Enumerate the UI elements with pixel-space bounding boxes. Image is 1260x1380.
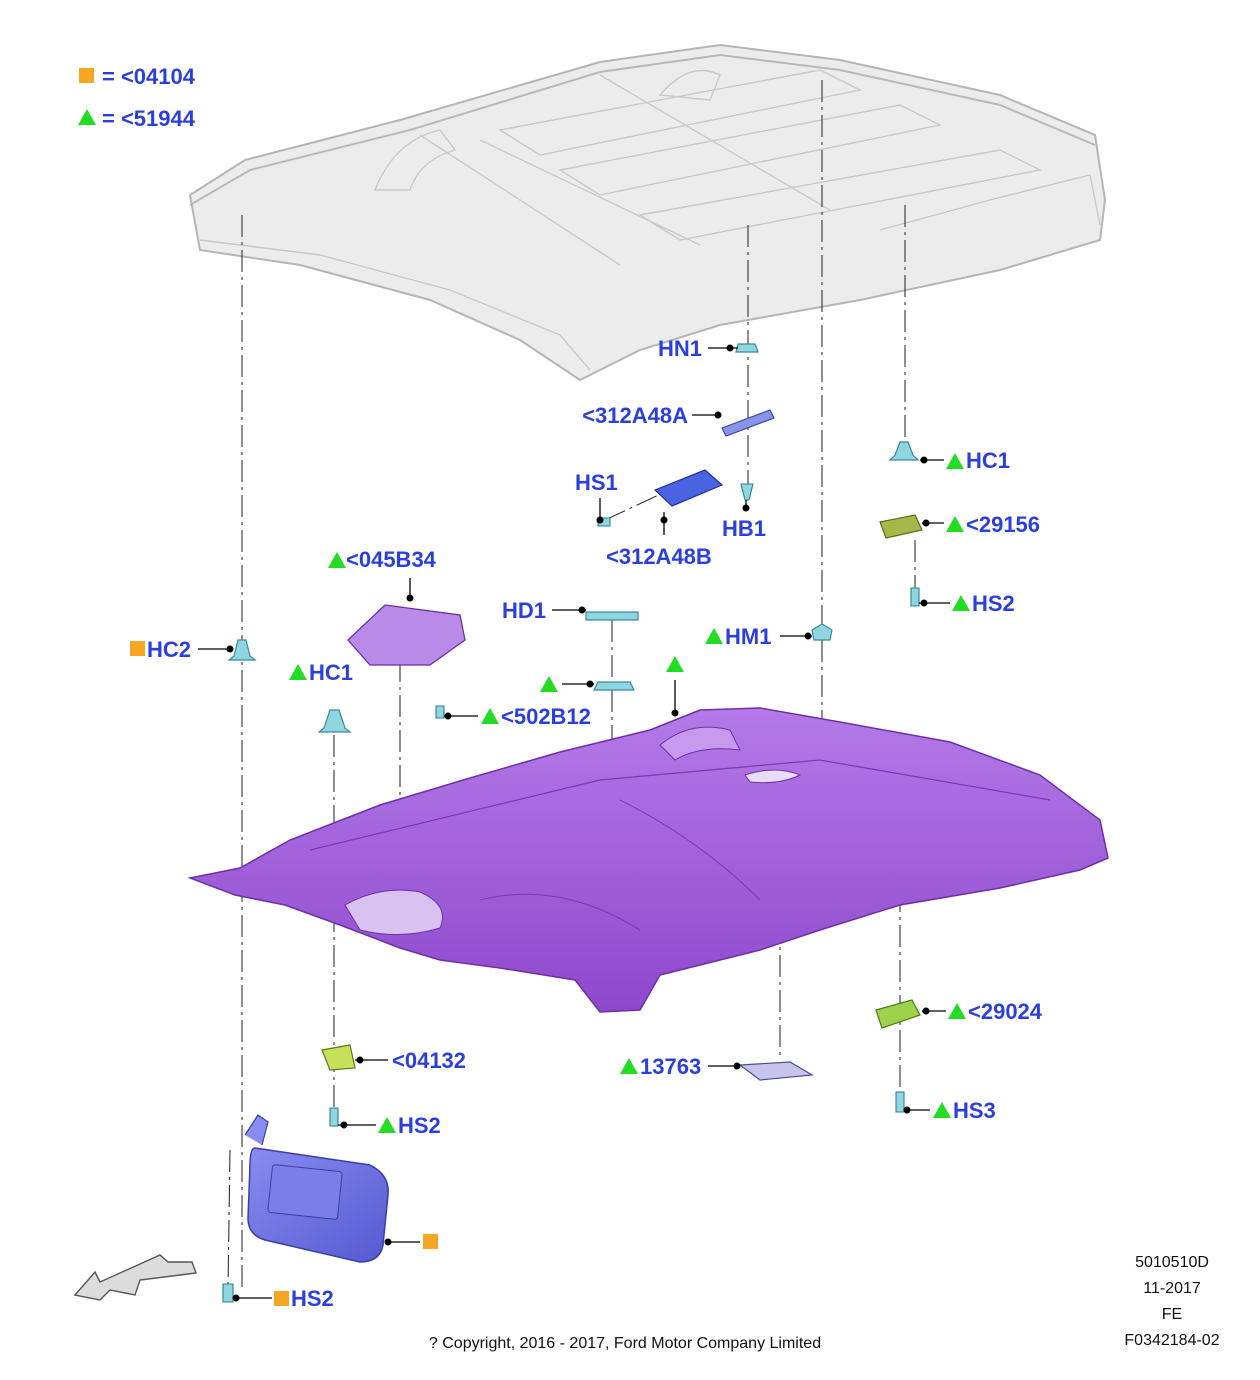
assembly-center-lines bbox=[227, 80, 916, 1291]
figure-id: F0342184-02 bbox=[1124, 1332, 1219, 1349]
headliner-cutout-console bbox=[344, 889, 443, 935]
headliner-ridge-2 bbox=[619, 799, 761, 901]
hs2-left-screw-icon bbox=[329, 1107, 339, 1127]
hm1-triangle-icon bbox=[705, 628, 723, 644]
sun-visor-illustration bbox=[244, 1114, 389, 1263]
label-hs2-visor: HS2 bbox=[291, 1286, 334, 1311]
headliner-ridge-1 bbox=[309, 759, 1051, 851]
figure-code: 5010510D bbox=[1135, 1254, 1209, 1271]
bracket-29024-icon bbox=[875, 999, 921, 1029]
label-hc1-left: HC1 bbox=[309, 660, 353, 685]
front-arrow-icon bbox=[73, 1254, 197, 1301]
hn1-nut-icon bbox=[735, 343, 759, 353]
label-502b12: <502B12 bbox=[501, 704, 591, 729]
hs2-left-triangle-icon bbox=[378, 1117, 396, 1133]
label-hb1: HB1 bbox=[722, 516, 766, 541]
hc1-left-clip-icon bbox=[317, 709, 352, 733]
legend-square-text: = <04104 bbox=[102, 64, 196, 89]
roof-panel-body bbox=[188, 43, 1107, 382]
vehicle-front-direction-arrow bbox=[73, 1254, 197, 1301]
legend-triangle-icon bbox=[78, 109, 96, 125]
hs3-triangle-icon bbox=[933, 1102, 951, 1118]
hc1-right-clip-icon bbox=[888, 441, 920, 461]
roof-side-rail-right bbox=[879, 174, 1101, 231]
legend-square-icon bbox=[79, 68, 94, 83]
label-hn1: HN1 bbox=[658, 336, 702, 361]
legend: = <04104 = <51944 bbox=[78, 64, 196, 131]
axis-hs1 bbox=[604, 491, 666, 521]
headliner-dome-lamp-opening bbox=[744, 769, 802, 784]
p29024-triangle-icon bbox=[948, 1003, 966, 1019]
module-312a48b-icon bbox=[653, 469, 724, 507]
lens-13763-icon bbox=[738, 1061, 814, 1081]
hs2-right-screw-icon bbox=[910, 587, 920, 607]
roof-bow-2 bbox=[558, 104, 943, 196]
leader-lines bbox=[198, 344, 950, 1302]
screw-502b12-icon bbox=[435, 705, 445, 719]
headliner-front-bump bbox=[659, 726, 741, 761]
p045b34-triangle-icon bbox=[328, 552, 346, 568]
bracket-04132-icon bbox=[321, 1044, 356, 1071]
hs2-right-triangle-icon bbox=[952, 595, 970, 611]
hb1-bolt-icon bbox=[740, 483, 754, 501]
label-hs3: HS3 bbox=[953, 1098, 996, 1123]
label-hs1: HS1 bbox=[575, 470, 618, 495]
bracket-312a48a-icon bbox=[721, 409, 775, 437]
label-312a48b: <312A48B bbox=[606, 544, 712, 569]
label-hm1: HM1 bbox=[725, 624, 771, 649]
label-13763: 13763 bbox=[640, 1054, 701, 1079]
label-29156: <29156 bbox=[966, 512, 1040, 537]
hs3-screw-icon bbox=[895, 1091, 905, 1113]
hc1-left-triangle-icon bbox=[289, 664, 307, 680]
roof-bow-3 bbox=[638, 149, 1043, 241]
p13763-triangle-icon bbox=[620, 1058, 638, 1074]
front-clip-triangle-icon bbox=[666, 656, 684, 672]
center-clip-triangle-icon bbox=[540, 676, 558, 692]
part-icons bbox=[222, 343, 923, 1303]
label-312a48a: <312A48A bbox=[582, 403, 688, 428]
headliner-illustration bbox=[187, 707, 1109, 1013]
label-hc2: HC2 bbox=[147, 637, 191, 662]
bracket-29156-icon bbox=[879, 514, 923, 539]
sun-visor-pivot-arm bbox=[244, 1114, 269, 1146]
roof-front-edge bbox=[189, 53, 1096, 206]
headliner-body bbox=[187, 707, 1109, 1013]
figure-region: FE bbox=[1162, 1306, 1182, 1323]
label-04132: <04132 bbox=[392, 1048, 466, 1073]
roof-side-rail-left bbox=[199, 239, 591, 371]
console-045b34-icon bbox=[347, 604, 466, 666]
label-hs2-left: HS2 bbox=[398, 1113, 441, 1138]
roof-pillar-left bbox=[373, 129, 457, 191]
roof-panel-illustration bbox=[188, 43, 1107, 382]
figure-date: 11-2017 bbox=[1143, 1280, 1201, 1297]
callout-labels: HN1 <312A48A HS1 HB1 <312A48B HC1 <29156… bbox=[147, 336, 1043, 1311]
sun-visor-mirror bbox=[267, 1164, 343, 1220]
label-hd1: HD1 bbox=[502, 598, 546, 623]
headliner-ridge-3 bbox=[479, 893, 641, 931]
hm1-clip-icon bbox=[811, 623, 833, 641]
hd1-bracket-icon bbox=[585, 611, 639, 621]
label-hc1-right: HC1 bbox=[966, 448, 1010, 473]
label-hs2-right: HS2 bbox=[972, 591, 1015, 616]
hs2-visor-screw-icon bbox=[222, 1283, 234, 1303]
figure-meta: 5010510D 11-2017 FE F0342184-02 ? Copyri… bbox=[429, 1254, 1220, 1352]
p502b12-triangle-icon bbox=[481, 708, 499, 724]
axis-visor bbox=[227, 1149, 231, 1291]
legend-triangle-text: = <51944 bbox=[102, 106, 196, 131]
label-29024: <29024 bbox=[968, 999, 1043, 1024]
hc1-right-triangle-icon bbox=[946, 453, 964, 469]
hc2-square-icon bbox=[130, 641, 145, 656]
roof-pillar-right bbox=[658, 69, 721, 101]
label-markers bbox=[130, 453, 970, 1306]
copyright-notice: ? Copyright, 2016 - 2017, Ford Motor Com… bbox=[429, 1335, 821, 1352]
hs2-visor-square-icon bbox=[274, 1291, 289, 1306]
visor-square-icon bbox=[423, 1234, 438, 1249]
center-clip-icon bbox=[593, 681, 635, 691]
p29156-triangle-icon bbox=[946, 516, 964, 532]
hc2-clip-icon bbox=[227, 639, 257, 661]
label-045b34: <045B34 bbox=[346, 547, 437, 572]
